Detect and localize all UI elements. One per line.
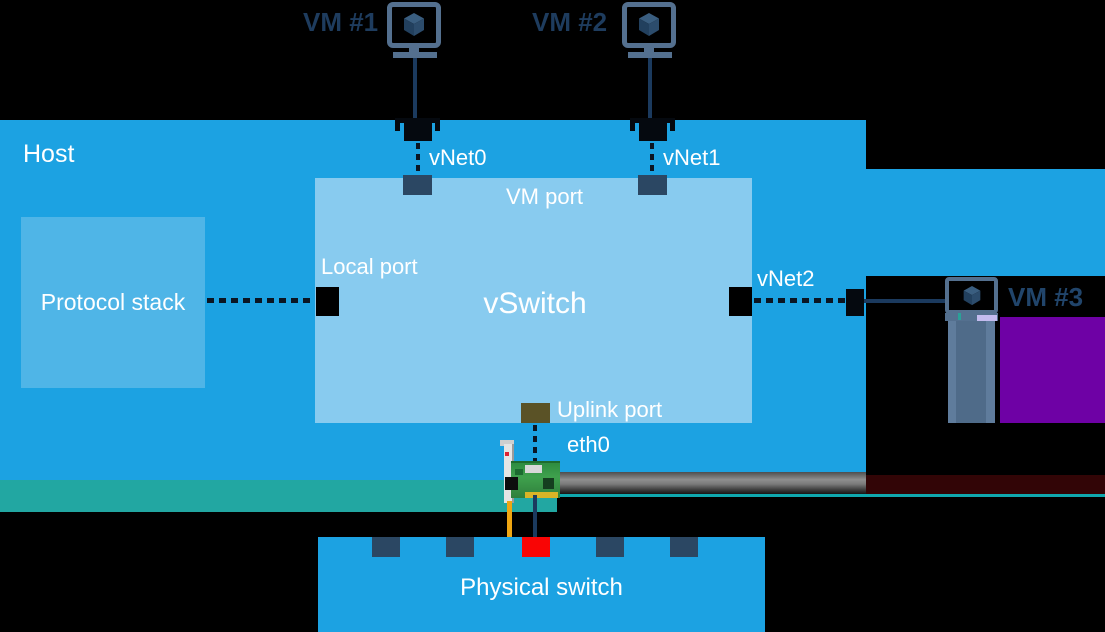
nic-chip-label	[525, 465, 542, 473]
cube-icon	[639, 13, 659, 36]
vswitch-label: vSwitch	[483, 287, 587, 320]
nic-yellow-cable	[507, 501, 512, 537]
nic-card-icon	[498, 438, 564, 504]
nic-navy-cable	[533, 495, 537, 537]
nic-bracket-tab	[500, 440, 514, 446]
vm3-label: VM #3	[1008, 282, 1084, 312]
cube-icon	[404, 13, 424, 36]
vm1-label: VM #1	[303, 7, 379, 37]
eth0-label: eth0	[567, 432, 610, 457]
uplink-port-label: Uplink port	[557, 397, 663, 422]
switch-port	[446, 537, 474, 557]
vm-port-label: VM port	[506, 184, 584, 209]
teal-line	[557, 494, 1105, 497]
vm3-stand-inner	[956, 321, 986, 423]
vm2-label: VM #2	[532, 7, 608, 37]
vnet0-link	[416, 143, 420, 175]
vm1-monitor-icon	[387, 2, 441, 48]
vm1-monitor-base	[393, 52, 437, 58]
vm1-adapter-icon	[395, 118, 440, 123]
vm-port-square-1	[638, 175, 667, 195]
nic-chip-dark	[543, 478, 554, 489]
vnet2-label: vNet2	[757, 266, 815, 291]
local-port-square	[316, 287, 339, 316]
vnet0-label: vNet0	[429, 145, 487, 170]
gray-gradient-band	[557, 472, 866, 494]
vnet2-port-square	[729, 287, 752, 316]
vm2-adapter-icon	[630, 118, 675, 123]
vm3-teal-tick	[958, 313, 961, 320]
vm3-lavender-tick	[977, 315, 997, 321]
vm1-adapter-body	[404, 122, 432, 141]
cube-icon	[963, 285, 980, 305]
physical-switch-label: Physical switch	[460, 574, 623, 601]
vm2-adapter-tick-left	[630, 123, 635, 131]
protocol-to-localport-link	[207, 298, 315, 303]
nic-port	[505, 477, 518, 490]
vm1-adapter-tick-right	[435, 123, 440, 131]
uplink-link	[533, 425, 537, 462]
vnet1-label: vNet1	[663, 145, 721, 170]
local-port-label: Local port	[321, 254, 418, 279]
vm-port-square-0	[403, 175, 432, 195]
vswitch-box	[315, 178, 752, 423]
vm3-monitor-icon	[945, 277, 998, 314]
switch-port-active	[522, 537, 550, 557]
protocol-stack-label: Protocol stack	[40, 289, 186, 315]
vm2-stand-line	[648, 58, 652, 118]
maroon-band	[866, 475, 1105, 494]
uplink-port-square	[521, 403, 550, 423]
vm2-adapter-body	[639, 122, 667, 141]
host-label: Host	[23, 140, 75, 168]
purple-block	[1000, 317, 1105, 423]
vm3-link-line	[864, 299, 947, 303]
vm1-monitor-neck	[409, 48, 419, 52]
vm1-stand-line	[413, 58, 417, 118]
protocol-stack-box	[21, 217, 205, 388]
vm2-monitor-neck	[644, 48, 654, 52]
nic-chip-small	[515, 469, 523, 475]
switch-port	[596, 537, 624, 557]
teal-band	[0, 480, 557, 512]
vnet1-link	[650, 143, 654, 175]
vm3-monitor-chin	[945, 313, 998, 321]
vnet2-link	[754, 298, 846, 303]
vnet2-adapter-icon	[846, 289, 864, 316]
vm1-adapter-tick-left	[395, 123, 400, 131]
switch-port	[372, 537, 400, 557]
nic-gold-fingers	[525, 492, 558, 498]
switch-port	[670, 537, 698, 557]
vm2-adapter-tick-right	[670, 123, 675, 131]
host-right-band	[866, 169, 1105, 276]
nic-led	[505, 452, 509, 456]
vm2-monitor-icon	[622, 2, 676, 48]
vm2-monitor-base	[628, 52, 672, 58]
